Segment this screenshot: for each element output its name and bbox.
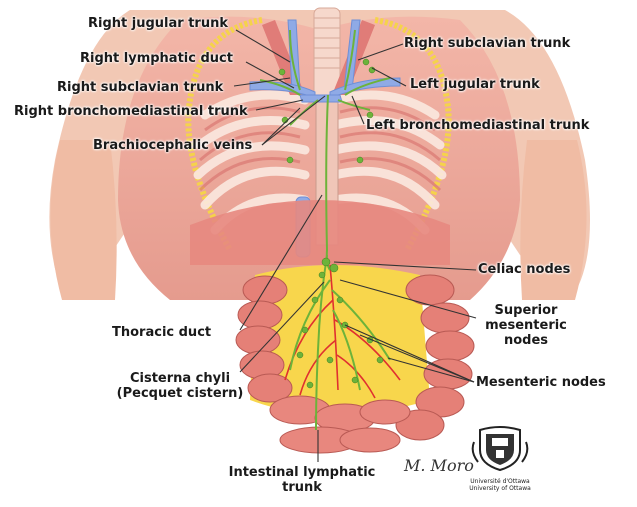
- label-right-jugular-trunk: Right jugular trunk: [88, 16, 228, 31]
- trachea: [313, 7, 341, 99]
- intercostal-muscle: [198, 106, 442, 192]
- label-right-bronchomediastinal-trunk: Right bronchomediastinal trunk: [14, 104, 248, 119]
- label-intestinal-lymphatic-trunk-line1: Intestinal lymphatic: [228, 465, 376, 480]
- label-left-bronchomediastinal-trunk: Left bronchomediastinal trunk: [366, 118, 590, 133]
- label-cisterna-chyli: Cisterna chyli (Pecquet cistern): [112, 371, 248, 401]
- university-name-en: University of Ottawa: [469, 485, 531, 492]
- label-intestinal-lymphatic-trunk: Intestinal lymphatic trunk: [222, 465, 382, 495]
- label-cisterna-chyli-line1: Cisterna chyli: [129, 371, 231, 386]
- label-cisterna-chyli-line2: (Pecquet cistern): [116, 386, 244, 401]
- artist-signature: M. Moro: [404, 456, 474, 475]
- university-crest-icon: [471, 426, 529, 472]
- lymph-nodes: [278, 58, 384, 389]
- label-right-lymphatic-duct: Right lymphatic duct: [80, 51, 233, 66]
- small-intestine: [269, 395, 411, 454]
- ascending-colon: [235, 275, 293, 403]
- label-right-subclavian-trunk-left: Right subclavian trunk: [57, 80, 224, 95]
- label-superior-mesenteric-nodes-line3: nodes: [503, 333, 549, 348]
- label-celiac-nodes: Celiac nodes: [478, 262, 571, 277]
- label-mesenteric-nodes: Mesenteric nodes: [476, 375, 606, 390]
- label-thoracic-duct: Thoracic duct: [112, 325, 212, 340]
- mesentery: [250, 265, 430, 415]
- right-arm: [520, 140, 587, 300]
- label-intestinal-lymphatic-trunk-line2: trunk: [282, 480, 322, 495]
- label-left-jugular-trunk: Left jugular trunk: [410, 77, 540, 92]
- label-brachiocephalic-veins: Brachiocephalic veins: [93, 138, 253, 153]
- label-superior-mesenteric-nodes-line1: Superior: [494, 303, 558, 318]
- university-name: Université d'Ottawa University of Ottawa: [452, 478, 548, 492]
- university-name-fr: Université d'Ottawa: [470, 478, 530, 485]
- diaphragm: [190, 200, 450, 265]
- ribs: [193, 90, 447, 235]
- fat-left: [185, 17, 263, 252]
- label-right-subclavian-trunk-right: Right subclavian trunk: [404, 36, 571, 51]
- left-arm: [50, 140, 117, 300]
- label-superior-mesenteric-nodes: Superior mesenteric nodes: [478, 303, 574, 348]
- fat-right: [374, 17, 452, 252]
- label-superior-mesenteric-nodes-line2: mesenteric: [485, 318, 567, 333]
- leader-lines: [233, 29, 477, 462]
